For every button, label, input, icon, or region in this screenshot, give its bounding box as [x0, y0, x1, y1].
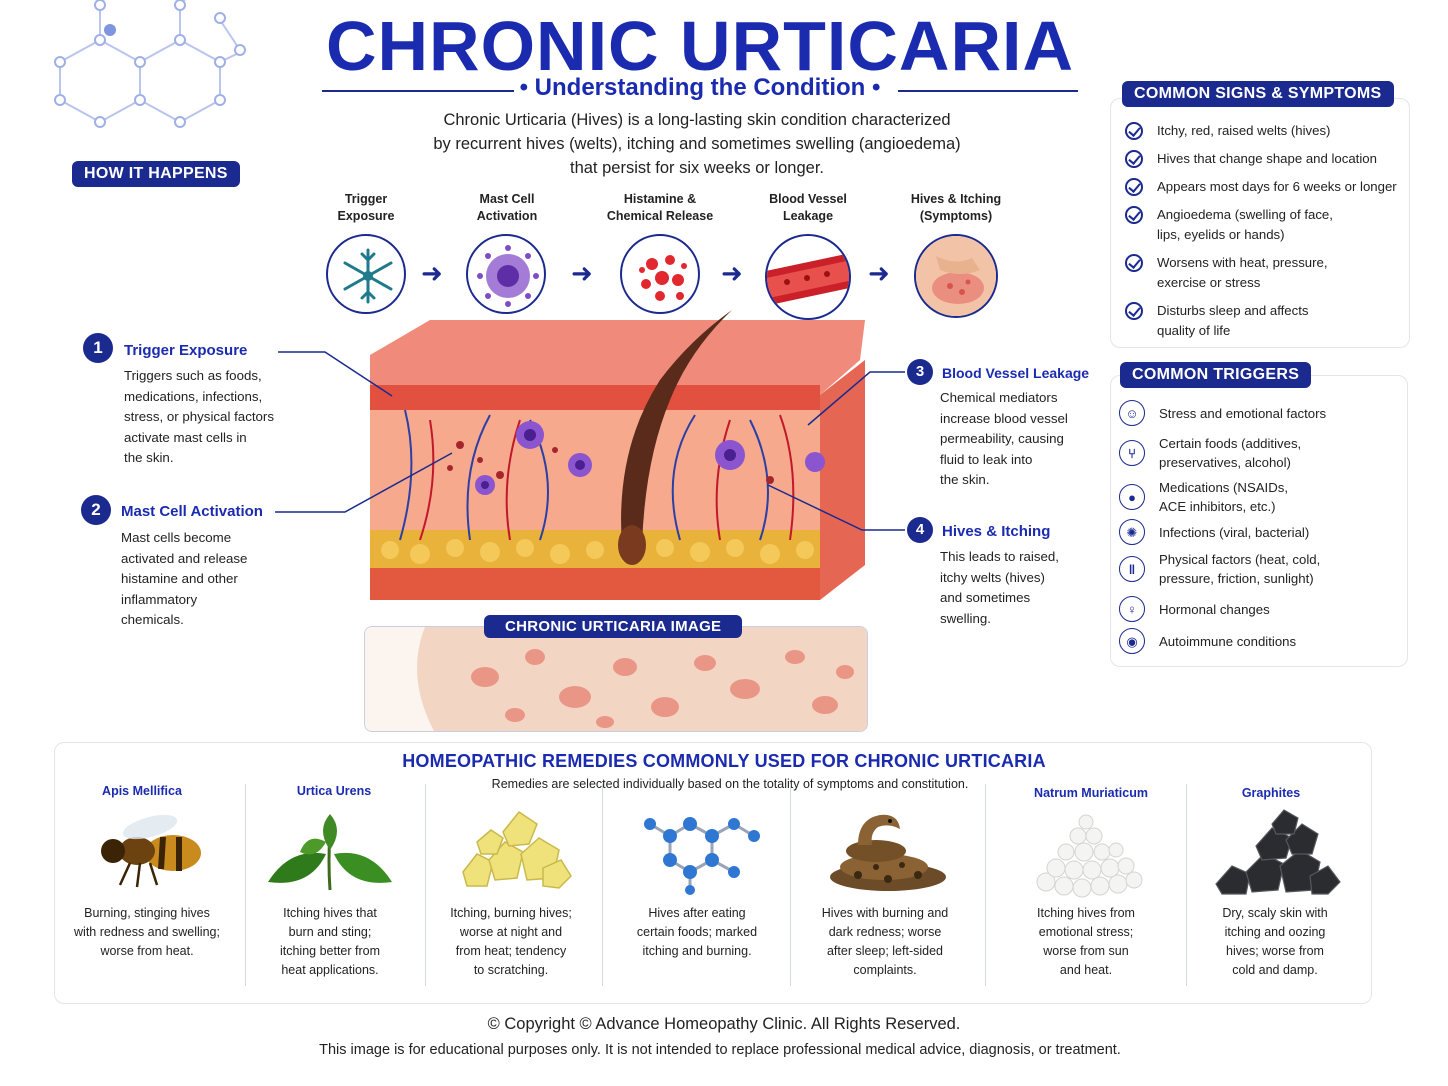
- callout-title-trigger-exposure: Trigger Exposure: [124, 342, 248, 359]
- check-circle-icon: [1125, 302, 1143, 320]
- remedy-divider: [985, 784, 986, 986]
- remedy-divider: [602, 784, 603, 986]
- subtitle-rule-right: [898, 90, 1078, 92]
- check-circle-icon: [1125, 150, 1143, 168]
- callout-text-trigger-exposure: Triggers such as foods,medications, infe…: [124, 368, 275, 465]
- trigger-item: ✺Infections (viral, bacterial): [1119, 519, 1309, 545]
- subtitle-rule-left: [322, 90, 522, 92]
- symptom-item: Itchy, red, raised welts (hives): [1125, 121, 1330, 141]
- nettle-leaf-icon: [268, 814, 392, 891]
- salt-crystals-icon: [1036, 814, 1143, 898]
- intro-text: Chronic Urticaria (Hives) is a long-last…: [433, 111, 961, 177]
- flow-arrow-icon: ➜: [571, 258, 593, 288]
- how-it-happens-label: HOW IT HAPPENS: [72, 161, 240, 187]
- remedy-divider: [1186, 784, 1187, 986]
- check-circle-icon: [1125, 254, 1143, 272]
- virus-icon: ✺: [1119, 519, 1145, 545]
- histamine-dots-icon: [620, 234, 700, 314]
- triggers-panel: ☺Stress and emotional factors ⑂Certain f…: [1110, 375, 1408, 667]
- check-circle-icon: [1125, 122, 1143, 140]
- symptom-item: Worsens with heat, pressure,exercise or …: [1125, 253, 1328, 293]
- molecule-icon: [644, 817, 760, 895]
- disclaimer-text: This image is for educational purposes o…: [319, 1042, 1121, 1058]
- callout-title-blood-vessel-leakage: Blood Vessel Leakage: [942, 365, 1090, 381]
- symptoms-title: COMMON SIGNS & SYMPTOMS: [1122, 81, 1394, 107]
- symptom-item: Appears most days for 6 weeks or longer: [1125, 177, 1397, 197]
- callout-title-mast-cell-activation: Mast Cell Activation: [121, 503, 263, 520]
- urticaria-skin-photo: [364, 626, 868, 732]
- symptom-item: Angioedema (swelling of face,lips, eyeli…: [1125, 205, 1333, 245]
- urticaria-image-label: CHRONIC URTICARIA IMAGE: [484, 615, 743, 638]
- subtitle-row: • Understanding the Condition •: [322, 74, 1078, 106]
- remedies-title: HOMEOPATHIC REMEDIES COMMONLY USED FOR C…: [402, 751, 1046, 771]
- callout-text-hives-itching: This leads to raised,itchy welts (hives)…: [940, 549, 1059, 626]
- flow-arrow-icon: ➜: [421, 258, 443, 288]
- step-label-hives: Hives & Itching(Symptoms): [910, 192, 1002, 223]
- mast-cell-icon: [466, 234, 546, 314]
- graphite-rocks-icon: [1215, 809, 1341, 895]
- page-title: CHRONIC URTICARIA: [325, 7, 1075, 85]
- trigger-item: ☺Stress and emotional factors: [1119, 400, 1326, 426]
- bee-icon: [101, 814, 201, 888]
- remedies-panel: [54, 742, 1372, 1004]
- callout-number-4: 4: [907, 517, 933, 543]
- itching-skin-icon: [914, 234, 998, 318]
- remedy-name-natrum: Natrum Muriaticum: [1034, 786, 1148, 800]
- remedy-name-graphites: Graphites: [1241, 786, 1301, 800]
- shield-icon: ◉: [1119, 628, 1145, 654]
- remedy-divider: [790, 784, 791, 986]
- snake-icon: [830, 814, 946, 891]
- blood-vessel-icon: [765, 234, 851, 320]
- callout-number-3: 3: [907, 359, 933, 385]
- callout-number-2: 2: [81, 495, 111, 525]
- thermometer-icon: ǁ: [1119, 556, 1145, 582]
- molecule-decoration-icon: [54, 0, 246, 128]
- flow-arrow-icon: ➜: [868, 258, 890, 288]
- remedies-subtitle: Remedies are selected individually based…: [491, 777, 969, 791]
- remedy-name-urtica: Urtica Urens: [296, 784, 372, 798]
- check-circle-icon: [1125, 206, 1143, 224]
- step-label-histamine: Histamine &Chemical Release: [606, 192, 714, 223]
- head-stress-icon: ☺: [1119, 400, 1145, 426]
- flow-arrow-icon: ➜: [721, 258, 743, 288]
- check-circle-icon: [1125, 178, 1143, 196]
- remedy-name-apis: Apis Mellifica: [102, 784, 182, 798]
- skin-cross-section-illustration: [370, 310, 865, 600]
- callout-leader-lines: [275, 351, 905, 531]
- fork-knife-icon: ⑂: [1119, 440, 1145, 466]
- remedy-desc-sulphur: Itching, burning hives;worse at night an…: [450, 906, 572, 977]
- triggers-title: COMMON TRIGGERS: [1120, 362, 1312, 388]
- sulphur-crystals-icon: [462, 810, 572, 889]
- page-subtitle: • Understanding the Condition •: [513, 74, 887, 101]
- remedy-divider: [245, 784, 246, 986]
- copyright-text: © Copyright © Advance Homeopathy Clinic.…: [487, 1015, 961, 1033]
- trigger-item: ◉Autoimmune conditions: [1119, 628, 1296, 654]
- symptoms-panel: Itchy, red, raised welts (hives) Hives t…: [1110, 98, 1410, 348]
- trigger-item: ♀Hormonal changes: [1119, 596, 1270, 622]
- callout-title-hives-itching: Hives & Itching: [942, 523, 1051, 540]
- symptom-item: Hives that change shape and location: [1125, 149, 1377, 169]
- pill-icon: ●: [1119, 484, 1145, 510]
- female-symbol-icon: ♀: [1119, 596, 1145, 622]
- remedy-divider: [425, 784, 426, 986]
- trigger-item: ⑂Certain foods (additives,preservatives,…: [1119, 434, 1301, 472]
- callout-number-1: 1: [83, 333, 113, 363]
- snowflake-icon: [326, 234, 406, 314]
- trigger-item: ●Medications (NSAIDs,ACE inhibitors, etc…: [1119, 478, 1288, 516]
